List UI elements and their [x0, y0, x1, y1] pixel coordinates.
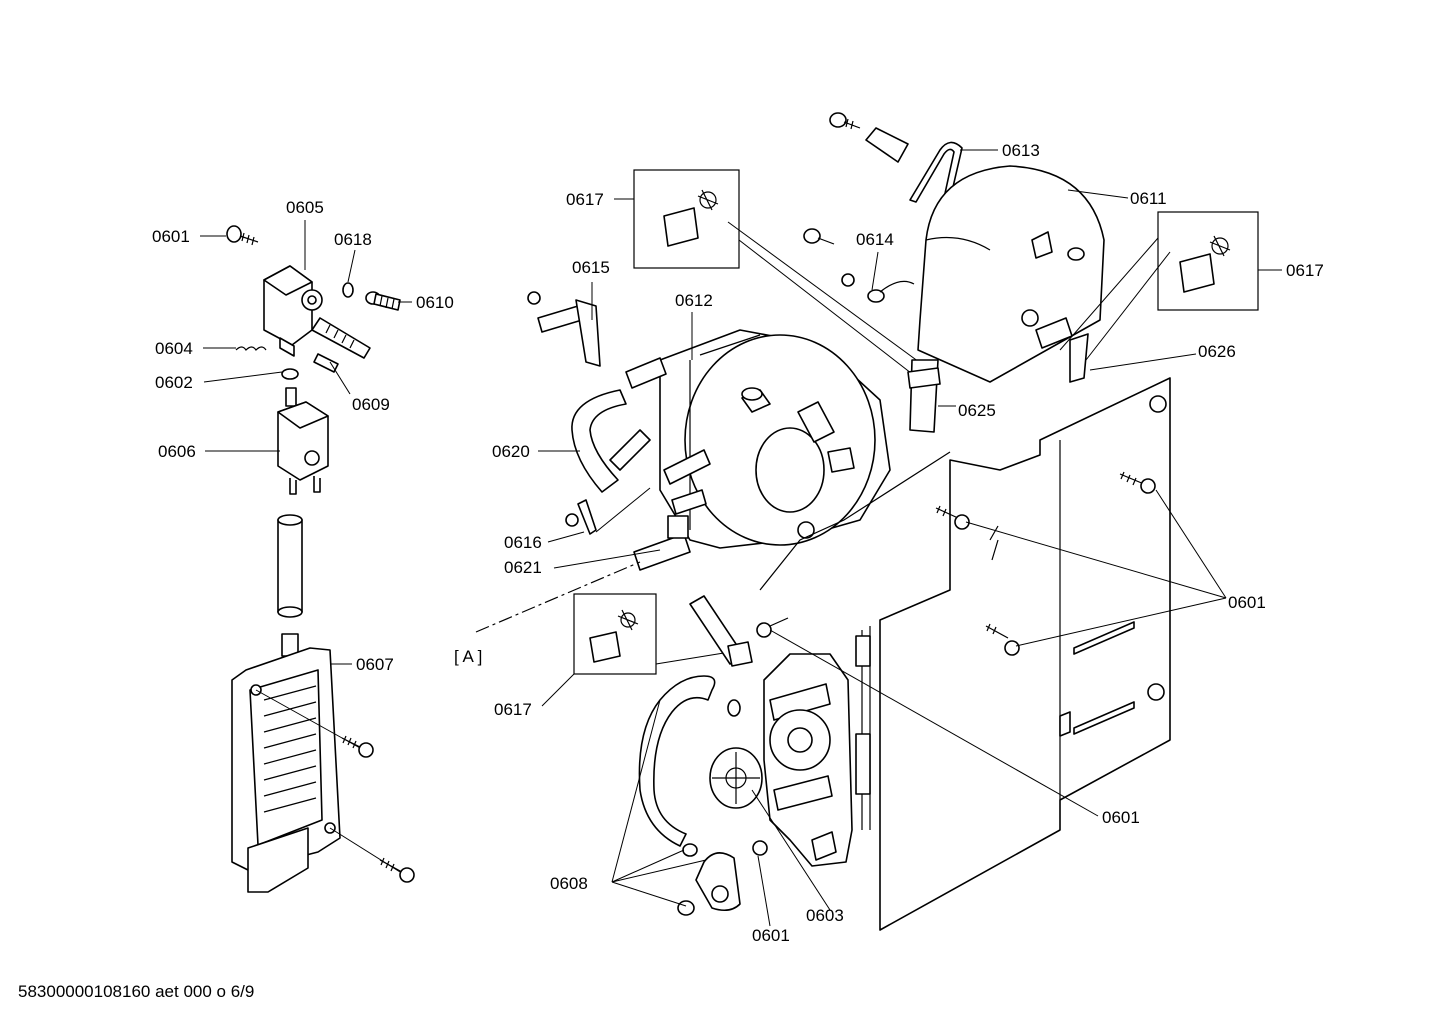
callout-0617-bottom: 0617: [494, 700, 532, 719]
callout-0615: 0615: [572, 258, 610, 277]
pump-body-part: [763, 653, 853, 867]
cover-assembly: [803, 112, 1282, 433]
o-ring-part: [682, 843, 698, 857]
hose-part: [638, 675, 716, 847]
inset-detail-box: [1157, 211, 1259, 311]
callout-0613: 0613: [1002, 141, 1040, 160]
callout-labels: 0601 0605 0618 0610 0604 0602 0609 0606 …: [18, 141, 1324, 1001]
screw-part: [365, 291, 401, 311]
clip-part: [313, 353, 339, 373]
hose-part: [571, 357, 711, 515]
valve-block-part: [263, 265, 371, 359]
callout-0605: 0605: [286, 198, 324, 217]
callout-0612: 0612: [675, 291, 713, 310]
solenoid-valve-part: [277, 387, 329, 495]
filter-disc-part: [709, 747, 763, 809]
callout-0603: 0603: [806, 906, 844, 925]
callout-0606: 0606: [158, 442, 196, 461]
callout-0620: 0620: [492, 442, 530, 461]
heater-body-part: [659, 329, 891, 549]
callout-0621: 0621: [504, 558, 542, 577]
callout-0617-top: 0617: [566, 190, 604, 209]
callout-0604: 0604: [155, 339, 193, 358]
o-ring-part: [727, 699, 741, 717]
callout-0602: 0602: [155, 373, 193, 392]
left-valve-assembly: [200, 220, 415, 893]
inset-detail-box: [573, 593, 657, 675]
callout-0607: 0607: [356, 655, 394, 674]
screw-part: [752, 840, 768, 856]
cover-part: [917, 165, 1105, 383]
callout-0625: 0625: [958, 401, 996, 420]
footer-doc-code: 58300000108160 aet 000 o 6/9: [18, 982, 254, 1001]
callout-0608: 0608: [550, 874, 588, 893]
inset-detail-box: [633, 169, 740, 269]
pump-assembly: [611, 489, 1227, 927]
callout-0611: 0611: [1130, 189, 1167, 208]
elbow-fitting-part: [695, 852, 741, 912]
callout-0601-right: 0601: [1228, 593, 1266, 612]
screw-part: [935, 505, 970, 530]
callout-0601-left: 0601: [152, 227, 190, 246]
o-ring-part: [342, 282, 354, 298]
spring-part: [235, 346, 267, 351]
callout-0601-bottom: 0601: [752, 926, 790, 945]
bracket-part: [527, 291, 601, 367]
water-tank-part: [231, 633, 341, 893]
callout-0601-center: 0601: [1102, 808, 1140, 827]
screw-part: [756, 617, 789, 638]
terminal-screw-part: [803, 228, 915, 303]
heater-assembly: [475, 169, 931, 707]
reference-marker: [ A ]: [454, 647, 482, 666]
callout-0610: 0610: [416, 293, 454, 312]
callout-0609: 0609: [352, 395, 390, 414]
sleeve-part: [633, 533, 691, 571]
screw-part: [985, 623, 1020, 656]
o-ring-part: [677, 900, 695, 916]
callout-0626: 0626: [1198, 342, 1236, 361]
hose-part: [277, 514, 303, 618]
chassis-frame: [759, 377, 1171, 931]
callout-0616: 0616: [504, 533, 542, 552]
callout-0618: 0618: [334, 230, 372, 249]
callout-0617-right: 0617: [1286, 261, 1324, 280]
o-ring-part: [281, 368, 299, 380]
callout-0614: 0614: [856, 230, 894, 249]
gasket-part: [1069, 333, 1089, 383]
screw-part: [226, 225, 259, 246]
screw-part: [829, 112, 909, 163]
clip-part: [565, 499, 597, 535]
screw-part: [1119, 471, 1156, 494]
